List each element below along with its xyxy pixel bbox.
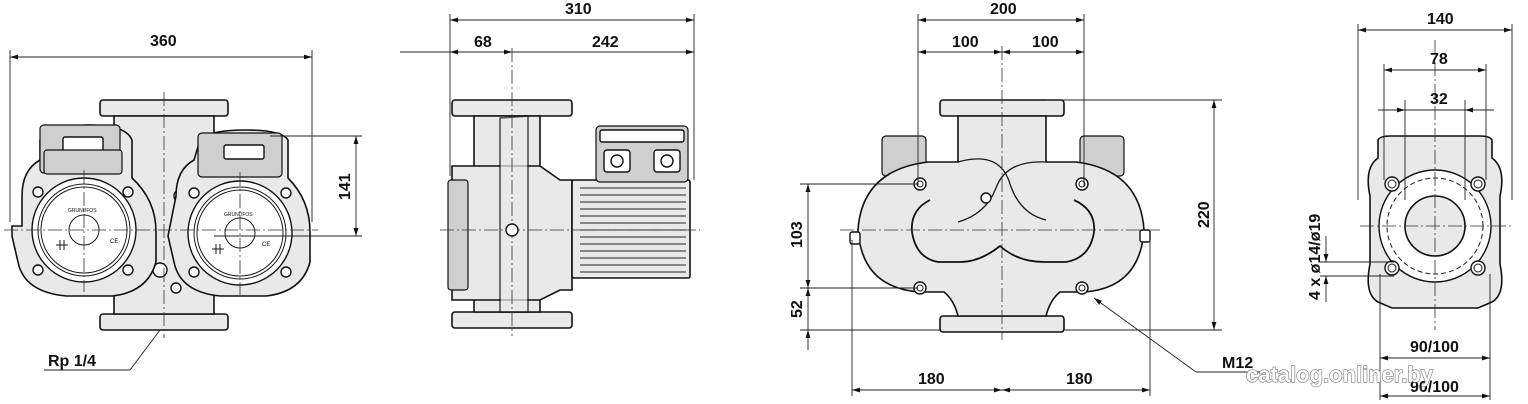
dim-bottom-half-right: 100 xyxy=(1032,34,1059,51)
dim-flange-bolt-circle-1: 90/100 xyxy=(1410,339,1459,356)
dim-flange-bore: 32 xyxy=(1430,91,1448,108)
dim-bottom-half-left: 100 xyxy=(952,34,979,51)
dim-bottom-total: 200 xyxy=(990,1,1017,18)
dim-bottom-span-left: 180 xyxy=(918,371,945,388)
ce-right-text: CE xyxy=(262,242,270,248)
side-view: 310 68 242 xyxy=(400,1,700,336)
dim-front-width: 360 xyxy=(150,33,177,50)
brand-right-text: GRUNDFOS xyxy=(224,212,253,218)
label-bolt: M12 xyxy=(1222,355,1253,372)
dim-bottom-upper: 103 xyxy=(789,221,806,248)
flange-view: 140 78 32 4 x ø14/ø19 90/100 90/100 xyxy=(1307,11,1513,400)
dim-flange-holes: 4 x ø14/ø19 xyxy=(1307,214,1324,300)
brand-left-text: GRUNDFOS xyxy=(68,208,97,214)
dim-flange-mid: 78 xyxy=(1430,51,1448,68)
watermark-text: catalog.onliner.by xyxy=(1246,362,1434,387)
dim-side-total: 310 xyxy=(565,1,592,18)
dim-flange-outer: 140 xyxy=(1427,11,1454,28)
bottom-view: 200 100 100 220 103 52 180 180 M12 xyxy=(789,1,1262,396)
dim-side-motor: 242 xyxy=(592,34,619,51)
dim-bottom-height: 220 xyxy=(1196,201,1213,228)
dim-bottom-span-right: 180 xyxy=(1066,371,1093,388)
ce-left-text: CE xyxy=(110,239,118,245)
front-view: GRUNDFOS CE GRUNDFOS CE 360 141 xyxy=(4,33,362,371)
dim-front-port-spacing: 141 xyxy=(337,173,354,200)
dim-flange-bolt-circle-2: 90/100 xyxy=(1410,379,1459,396)
dim-side-flange: 68 xyxy=(474,34,492,51)
label-thread: Rp 1/4 xyxy=(48,353,96,370)
dim-bottom-lower: 52 xyxy=(789,300,806,318)
